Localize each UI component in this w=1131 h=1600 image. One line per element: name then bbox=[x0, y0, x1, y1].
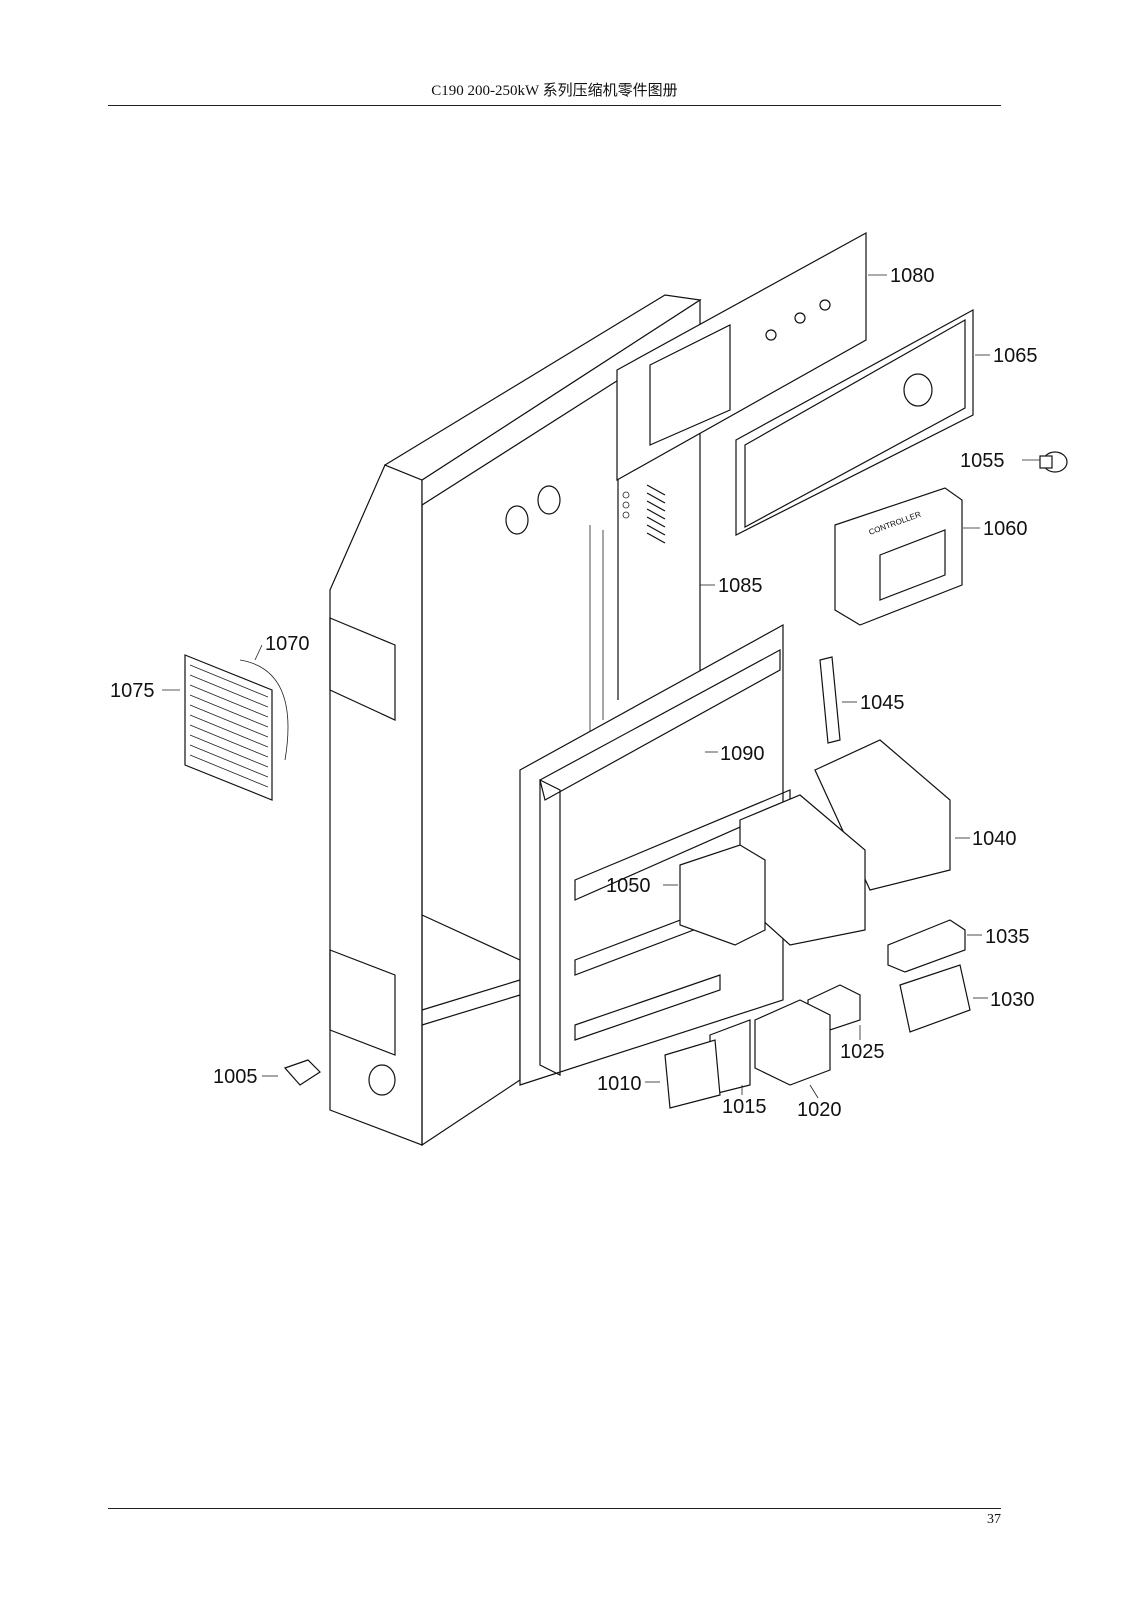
part-1010-breakers bbox=[664, 1039, 721, 1109]
page-header-title: C190 200-250kW 系列压缩机零件图册 bbox=[431, 83, 678, 99]
callout-1050: 1050 bbox=[606, 875, 651, 897]
leader-lines bbox=[162, 274, 1040, 1099]
part-1055-switch bbox=[1039, 451, 1068, 473]
callout-1070: 1070 bbox=[265, 633, 310, 655]
callout-1005: 1005 bbox=[213, 1066, 258, 1088]
part-1060-controller: CONTROLLER bbox=[834, 487, 963, 626]
callout-labels: 1080 1065 1055 1060 1085 1070 1075 1045 … bbox=[110, 265, 1038, 1121]
callout-1015: 1015 bbox=[722, 1096, 767, 1118]
callout-1090: 1090 bbox=[720, 743, 765, 765]
callout-1045: 1045 bbox=[860, 692, 905, 714]
part-1065-overlay bbox=[735, 308, 974, 536]
callout-1025: 1025 bbox=[840, 1041, 885, 1063]
part-1075-louver bbox=[184, 654, 289, 801]
part-1080-bezel bbox=[616, 231, 867, 482]
part-1030-terminals bbox=[899, 964, 971, 1033]
part-1005-connector bbox=[283, 1059, 321, 1086]
footer-rule bbox=[108, 1508, 1001, 1509]
callout-1055: 1055 bbox=[960, 450, 1005, 472]
part-1035-block bbox=[887, 919, 966, 973]
callout-1075: 1075 bbox=[110, 680, 155, 702]
part-1045-terminal-strip bbox=[819, 656, 841, 744]
callout-1085: 1085 bbox=[718, 575, 763, 597]
page-number: 37 bbox=[987, 1512, 1001, 1527]
callout-1020: 1020 bbox=[797, 1099, 842, 1121]
callout-1040: 1040 bbox=[972, 828, 1017, 850]
part-1020-module bbox=[754, 999, 831, 1086]
header-rule bbox=[108, 105, 1001, 106]
callout-1080: 1080 bbox=[890, 265, 935, 287]
part-1050-contactor bbox=[679, 844, 766, 946]
callout-1030: 1030 bbox=[990, 989, 1035, 1011]
callout-1035: 1035 bbox=[985, 926, 1030, 948]
callout-1065: 1065 bbox=[993, 345, 1038, 367]
callout-1010: 1010 bbox=[597, 1073, 642, 1095]
callout-1060: 1060 bbox=[983, 518, 1028, 540]
